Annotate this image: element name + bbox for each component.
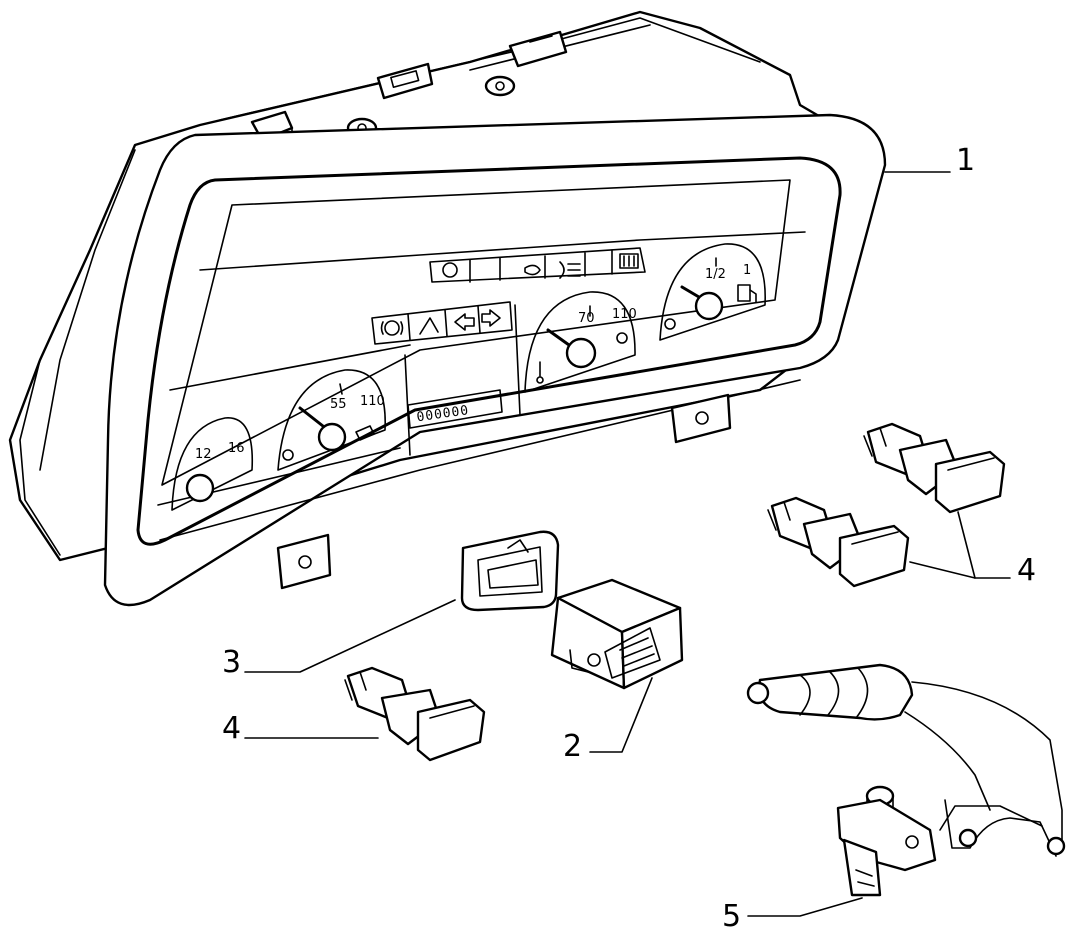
switch-bezel: 3 — [222, 530, 560, 680]
rear-defrost-icon — [619, 253, 639, 269]
warning-light-strip-upper — [429, 247, 646, 283]
thermometer-icon — [536, 361, 544, 384]
seat-heat-icon — [419, 317, 439, 335]
push-switch-lower — [767, 496, 910, 588]
temperature-mark-high: 110 — [612, 307, 637, 322]
leader-line-3 — [244, 599, 456, 673]
face-plate — [161, 179, 791, 486]
temperature-hub — [565, 337, 597, 369]
turn-left-icon — [454, 313, 475, 331]
callout-3: 3 — [222, 645, 241, 680]
cluster-bezel-inner — [136, 156, 842, 546]
top-clip-right — [508, 30, 568, 68]
callout-5: 5 — [722, 899, 741, 927]
callout-2: 2 — [563, 729, 582, 764]
temperature-mark-mid: 70 — [578, 311, 595, 326]
low-beam-icon — [524, 264, 541, 276]
turn-right-icon — [481, 309, 501, 327]
mount-lug-right — [670, 393, 732, 444]
push-switch-upper — [863, 422, 1006, 514]
fog-light-icon — [442, 262, 458, 278]
tachometer-hub — [185, 473, 215, 503]
brake-warning-icon — [380, 320, 404, 336]
rotary-knob — [604, 627, 661, 679]
handbrake-grip — [758, 663, 914, 721]
temperature-gauge: 70 110 — [524, 291, 637, 393]
oil-gauge: 55 110 — [277, 369, 386, 471]
odometer-digits: 000000 — [416, 403, 471, 425]
leader-line-5 — [747, 897, 863, 917]
oil-gauge-mark-mid: 55 — [330, 397, 347, 412]
tachometer-gauge: 12 16 — [171, 417, 254, 511]
callout-4b: 4 — [1017, 553, 1036, 588]
tachometer-mark-high: 16 — [228, 441, 245, 456]
fuel-mark-full: 1 — [743, 263, 751, 278]
fuel-mark-half: 1/2 — [705, 267, 726, 282]
oil-gauge-hub — [317, 422, 347, 452]
cluster-front-bezel — [103, 113, 887, 607]
callout-1: 1 — [956, 143, 975, 178]
handbrake-release-button — [746, 681, 770, 705]
instrument-cluster: 12 16 55 110 000000 70 — [8, 10, 975, 607]
mount-lug-left — [276, 533, 332, 590]
fuel-pump-icon — [737, 284, 757, 303]
push-switch-pair: 4 — [767, 422, 1036, 588]
callout-4a: 4 — [222, 711, 241, 746]
handbrake-lever — [746, 663, 1066, 857]
top-clip-center — [376, 62, 434, 100]
leader-line-4b — [909, 561, 1011, 579]
oil-gauge-mark-high: 110 — [360, 394, 385, 409]
tachometer-mark-low: 12 — [195, 447, 212, 462]
rear-fog-icon — [559, 261, 581, 279]
top-lug-right — [484, 75, 516, 97]
leader-line-2 — [589, 677, 653, 753]
handbrake-mount-left — [958, 828, 978, 848]
odometer-window: 000000 — [407, 389, 503, 429]
warning-light-strip-lower — [371, 301, 513, 345]
fuel-gauge: 1/2 1 — [659, 243, 766, 341]
handbrake-mount-right — [1046, 836, 1066, 856]
rotary-switch-indicator-icon — [587, 653, 601, 667]
push-switch: 4 — [222, 666, 486, 762]
handbrake-switch: 5 — [722, 785, 937, 927]
oil-can-icon — [355, 425, 375, 441]
rotary-switch: 2 — [550, 578, 684, 764]
fuel-hub — [694, 291, 724, 321]
